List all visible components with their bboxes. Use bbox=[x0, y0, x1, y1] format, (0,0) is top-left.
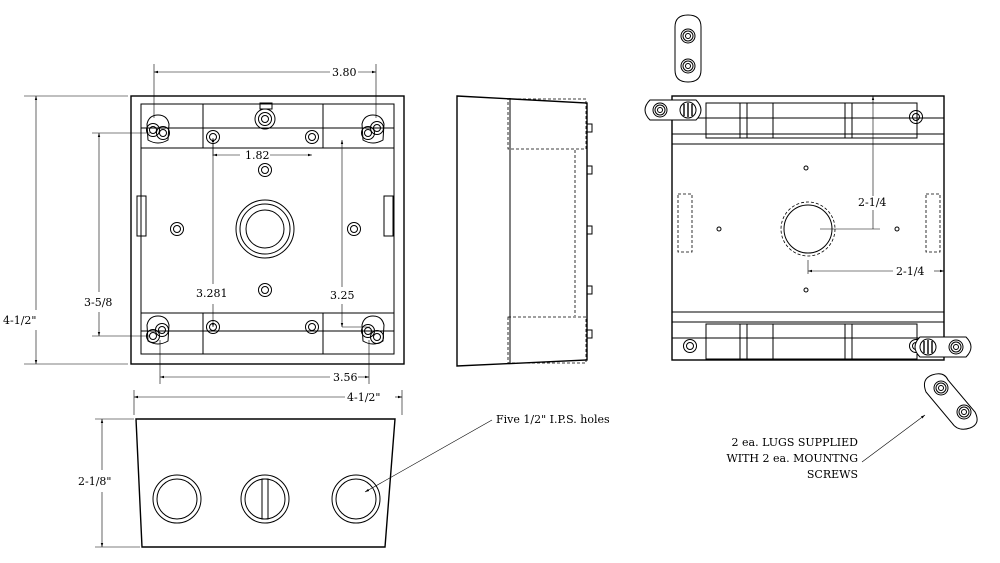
side-view bbox=[456, 95, 593, 367]
top-center-boss-icon bbox=[254, 108, 276, 130]
corner-boss-tl-icon bbox=[146, 114, 170, 144]
dim-center-vertical: 2-1/4 bbox=[858, 196, 886, 209]
hole-plug-left-icon bbox=[152, 474, 202, 524]
corner-boss-bl-icon bbox=[146, 315, 170, 345]
dim-center-horizontal: 2-1/4 bbox=[896, 265, 924, 278]
corner-boss-tr-icon bbox=[361, 114, 385, 144]
hole-plug-right-icon bbox=[331, 474, 381, 524]
dim-bottom-spacing: 3.56 bbox=[333, 371, 358, 384]
front-inner-wall bbox=[140, 103, 395, 355]
loose-lug-top-icon bbox=[674, 14, 702, 83]
slotted-plug-icon bbox=[240, 474, 290, 524]
front-view: 3.80 4-1/2" 3-5/8 1.82 3.281 3.25 3.56 bbox=[3, 64, 405, 384]
bottom-view: 4-1/2" 2-1/8" Five 1/2" I.P.S. holes bbox=[78, 390, 610, 548]
attached-lug-bottom-icon bbox=[914, 336, 972, 358]
center-knockout-icon bbox=[235, 199, 295, 259]
note-lugs-line-3: SCREWS bbox=[807, 468, 858, 481]
corner-boss-br-icon bbox=[361, 315, 385, 345]
dim-boss-center: 3.281 bbox=[196, 287, 228, 300]
dim-inner-height: 3-5/8 bbox=[84, 296, 112, 309]
dim-boss-spacing: 1.82 bbox=[245, 149, 270, 162]
note-holes: Five 1/2" I.P.S. holes bbox=[496, 413, 610, 426]
attached-lug-top-icon bbox=[644, 99, 702, 121]
dim-side-height: 2-1/8" bbox=[78, 475, 111, 488]
dim-lower-offset: 3.25 bbox=[330, 289, 355, 302]
note-lugs: 2 ea. LUGS SUPPLIED WITH 2 ea. MOUNTNG S… bbox=[726, 436, 858, 481]
dim-top-width: 3.80 bbox=[332, 66, 357, 79]
back-outer-wall bbox=[671, 95, 945, 361]
front-outer-wall bbox=[130, 95, 405, 365]
note-lugs-line-1: 2 ea. LUGS SUPPLIED bbox=[732, 436, 859, 449]
dim-overall-height: 4-1/2" bbox=[3, 314, 36, 327]
dim-overall-width: 4-1/2" bbox=[347, 391, 380, 404]
note-lugs-line-2: WITH 2 ea. MOUNTNG bbox=[726, 452, 858, 465]
back-view: 2-1/4 2-1/4 bbox=[644, 95, 972, 361]
loose-lug-bottom-icon bbox=[924, 373, 978, 430]
